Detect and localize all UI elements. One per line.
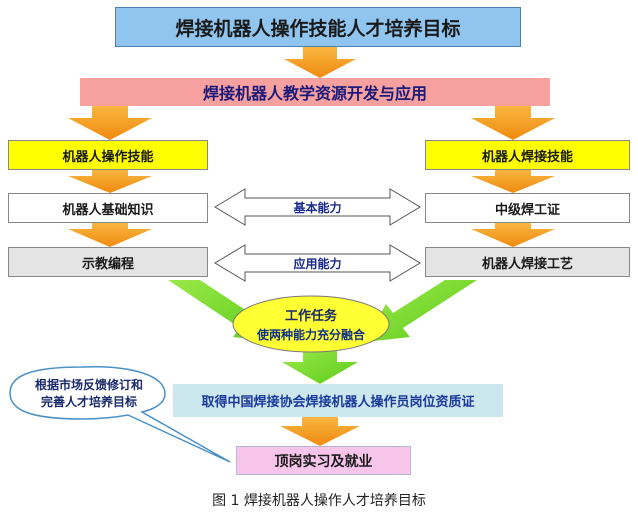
basic-ability-label: 基本能力 xyxy=(265,198,370,216)
work-task-label: 工作任务 使两种能力充分融合 xyxy=(233,300,389,348)
work-task-title: 工作任务 xyxy=(284,309,337,324)
feedback-line2: 完善人才培养目标 xyxy=(40,395,137,409)
arrow-resource-to-right xyxy=(471,106,555,140)
feedback-callout-bubble xyxy=(9,365,231,463)
arrow-left-header-to-item1 xyxy=(68,170,152,193)
arrow-left-item1-to-item2 xyxy=(68,223,152,247)
double-arrow-applied xyxy=(214,244,421,282)
left-item1-box: 机器人基础知识 xyxy=(8,193,208,223)
applied-ability-text: 应用能力 xyxy=(293,256,342,271)
left-item2-box: 示教编程 xyxy=(8,247,208,277)
feedback-callout-text: 根据市场反馈修订和 完善人才培养目标 xyxy=(14,371,164,415)
right-item2-text: 机器人焊接工艺 xyxy=(481,256,573,272)
right-item1-box: 中级焊工证 xyxy=(425,193,630,223)
figure-caption: 图 1 焊接机器人操作人才培养目标 xyxy=(212,493,426,509)
right-item1-text: 中级焊工证 xyxy=(494,202,560,218)
final-step-text: 顶岗实习及就业 xyxy=(274,453,373,470)
resource-bar: 焊接机器人教学资源开发与应用 xyxy=(80,78,550,106)
arrow-right-item1-to-item2 xyxy=(471,223,555,247)
feedback-line1: 根据市场反馈修订和 xyxy=(34,378,143,392)
title-box: 焊接机器人操作技能人才培养目标 xyxy=(115,7,521,47)
arrow-title-to-resource xyxy=(284,47,356,78)
left-header-text: 机器人操作技能 xyxy=(62,149,154,165)
arrow-right-header-to-item1 xyxy=(471,170,555,193)
basic-ability-text: 基本能力 xyxy=(293,200,342,215)
work-task-ellipse xyxy=(232,295,390,353)
arrow-cert-to-final xyxy=(280,417,360,446)
title-text: 焊接机器人操作技能人才培养目标 xyxy=(175,17,461,40)
left-header-box: 机器人操作技能 xyxy=(8,140,208,170)
final-step-box: 顶岗实习及就业 xyxy=(236,446,411,475)
arrow-resource-to-left xyxy=(68,106,152,140)
certificate-bar: 取得中国焊接协会焊接机器人操作员岗位资质证 xyxy=(173,384,503,417)
resource-bar-text: 焊接机器人教学资源开发与应用 xyxy=(202,84,427,103)
applied-ability-label: 应用能力 xyxy=(265,254,370,272)
arrow-right-to-work-task xyxy=(365,280,477,342)
left-item1-text: 机器人基础知识 xyxy=(62,202,154,218)
arrow-work-task-to-cert xyxy=(282,350,358,384)
certificate-text: 取得中国焊接协会焊接机器人操作员岗位资质证 xyxy=(201,395,475,410)
work-task-subtitle: 使两种能力充分融合 xyxy=(256,328,365,342)
right-header-text: 机器人焊接技能 xyxy=(481,149,573,165)
left-item2-text: 示教编程 xyxy=(81,256,134,272)
double-arrow-basic xyxy=(214,188,421,226)
right-item2-box: 机器人焊接工艺 xyxy=(425,247,630,277)
right-header-box: 机器人焊接技能 xyxy=(425,140,630,170)
